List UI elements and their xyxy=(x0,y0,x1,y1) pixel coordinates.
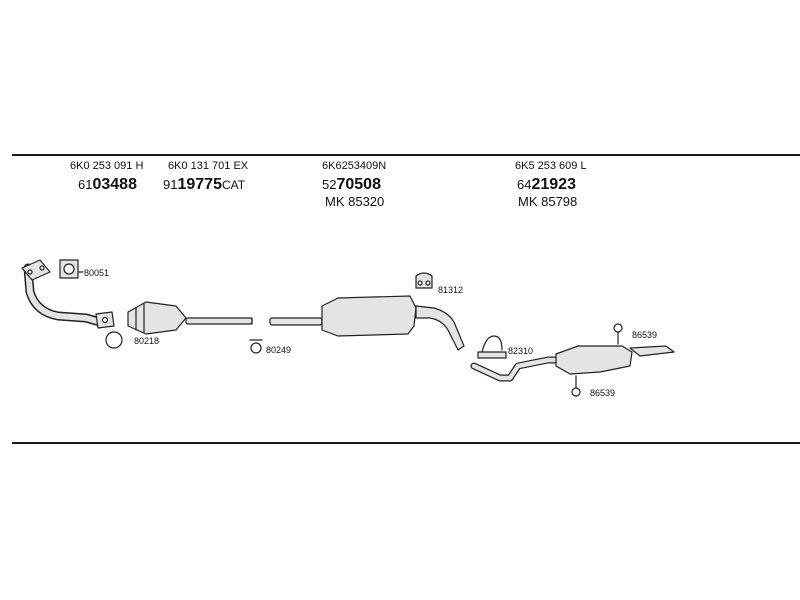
front-pipe xyxy=(21,259,115,329)
callout-80051: 80051 xyxy=(84,268,110,278)
part4-mk-number: MK 85798 xyxy=(518,194,578,209)
callout-80249: 80249 xyxy=(266,345,292,355)
part2-prefix: 91 xyxy=(163,177,178,192)
part3-part-number: 5270508 xyxy=(322,176,381,194)
gasket-80051-icon xyxy=(59,259,79,279)
part1-part-number: 6103488 xyxy=(78,176,137,194)
part4-part-number: 6421923 xyxy=(517,176,576,194)
catalytic-converter xyxy=(127,301,253,335)
part4-main: 21923 xyxy=(531,176,576,193)
callout-80218: 80218 xyxy=(134,336,160,346)
part3-mk-number: MK 85320 xyxy=(325,194,385,209)
part2-oe-number: 6K0 131 701 EX xyxy=(168,160,249,172)
part2-main: 19775 xyxy=(177,176,222,193)
top-divider xyxy=(12,154,800,156)
ring-80218-icon xyxy=(105,331,123,349)
callout-86539-upper: 86539 xyxy=(632,330,658,340)
part4-oe-number: 6K5 253 609 L xyxy=(515,160,587,172)
bracket-81312-icon xyxy=(415,272,433,289)
callout-86539-lower: 86539 xyxy=(590,388,616,398)
bottom-divider xyxy=(12,442,800,444)
part2-suffix: CAT xyxy=(221,178,246,192)
part2-part-number: 9119775CAT xyxy=(163,176,245,194)
part4-prefix: 64 xyxy=(517,177,532,192)
part1-prefix: 61 xyxy=(78,177,93,192)
rear-silencer xyxy=(470,345,675,382)
middle-silencer xyxy=(269,295,465,351)
part3-prefix: 52 xyxy=(322,177,337,192)
clamp-80249-icon xyxy=(249,339,263,354)
hanger-86539-lower-icon xyxy=(571,375,581,397)
clamp-82310-icon xyxy=(477,335,507,359)
callout-81312: 81312 xyxy=(438,285,464,295)
part1-main: 03488 xyxy=(92,176,137,193)
callout-82310: 82310 xyxy=(508,346,534,356)
part3-main: 70508 xyxy=(336,176,381,193)
part1-oe-number: 6K0 253 091 H xyxy=(70,160,144,172)
part3-oe-number: 6K6253409N xyxy=(322,160,387,172)
hanger-86539-upper-icon xyxy=(613,323,623,345)
